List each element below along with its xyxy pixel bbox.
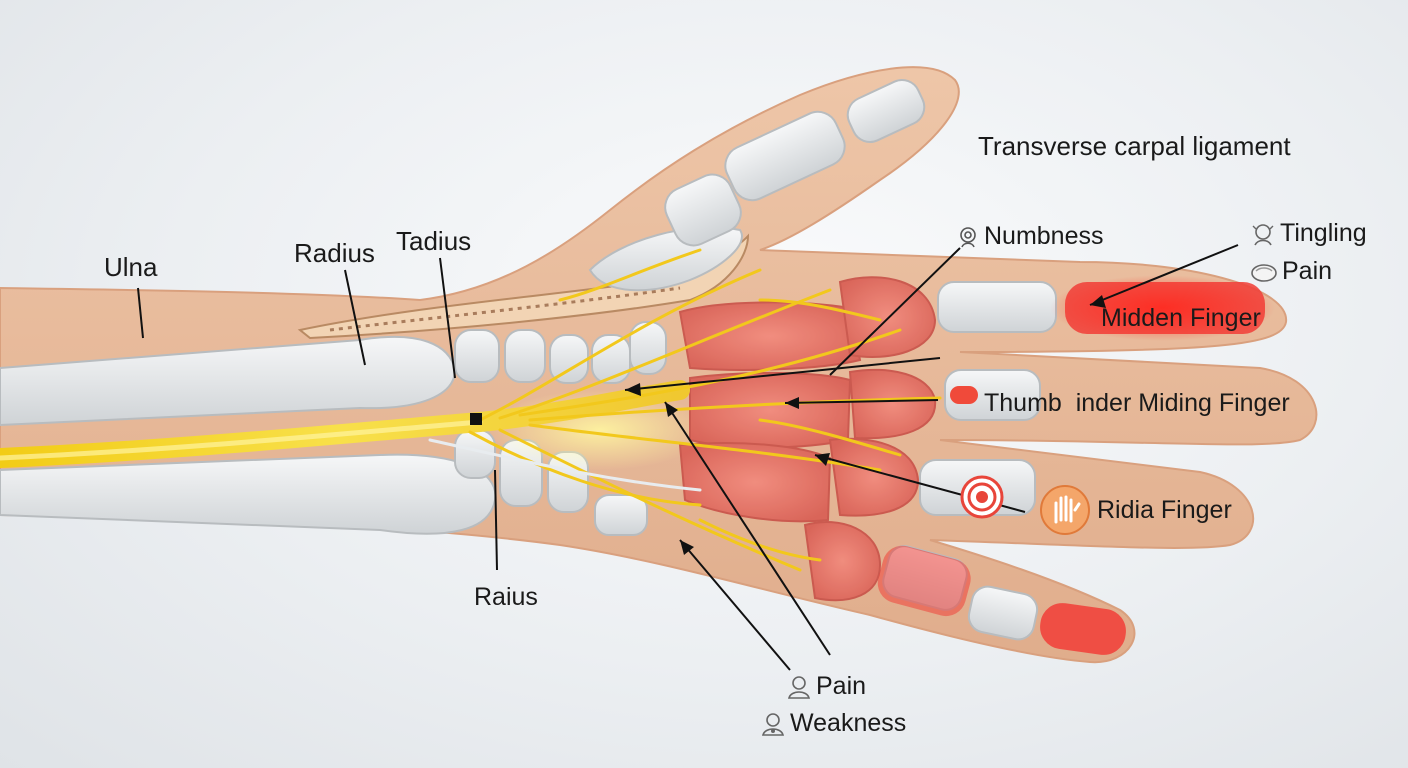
numbness-text: Numbness xyxy=(984,222,1104,250)
arrowheads xyxy=(625,295,1106,555)
nerve-compression-marker xyxy=(470,413,482,425)
label-tadius: Tadius xyxy=(396,226,472,256)
target-icon xyxy=(960,475,1004,519)
weakness-icon xyxy=(761,713,785,737)
label-pain-top: Pain xyxy=(1250,259,1332,284)
transverse-carpal-ligament-band xyxy=(297,233,750,340)
leader-lines xyxy=(137,244,1239,671)
label-pain-bottom: Pain xyxy=(786,674,866,700)
pain-bottom-text: Pain xyxy=(816,672,867,700)
weakness-text: Weakness xyxy=(790,709,907,737)
median-nerve xyxy=(0,248,942,572)
inflamed-tissue xyxy=(678,276,937,602)
label-midden-finger: Midden Finger xyxy=(1101,304,1261,332)
label-transverse-carpal-ligament: Transverse carpal ligament xyxy=(978,131,1291,161)
hand-icon xyxy=(1040,485,1090,535)
label-ridia-finger: Ridia Finger xyxy=(1097,496,1232,524)
tingling-icon xyxy=(1252,224,1274,246)
label-radius: Radius xyxy=(294,238,375,268)
label-thumb-inder-miding-finger: Thumb inder Miding Finger xyxy=(984,389,1290,417)
label-numbness: Numbness xyxy=(956,224,1104,249)
label-weakness: Weakness xyxy=(760,711,906,737)
symptom-highlights xyxy=(877,275,1275,655)
numbness-icon xyxy=(960,227,976,248)
label-ulna: Ulna xyxy=(104,252,158,282)
pain-top-text: Pain xyxy=(1282,257,1333,285)
tingling-text: Tingling xyxy=(1280,219,1367,247)
label-raius: Raius xyxy=(474,583,538,611)
forearm-bones xyxy=(0,335,497,535)
pain-icon xyxy=(1251,264,1277,283)
pain-person-icon xyxy=(787,676,811,700)
label-tingling: Tingling xyxy=(1250,221,1367,247)
